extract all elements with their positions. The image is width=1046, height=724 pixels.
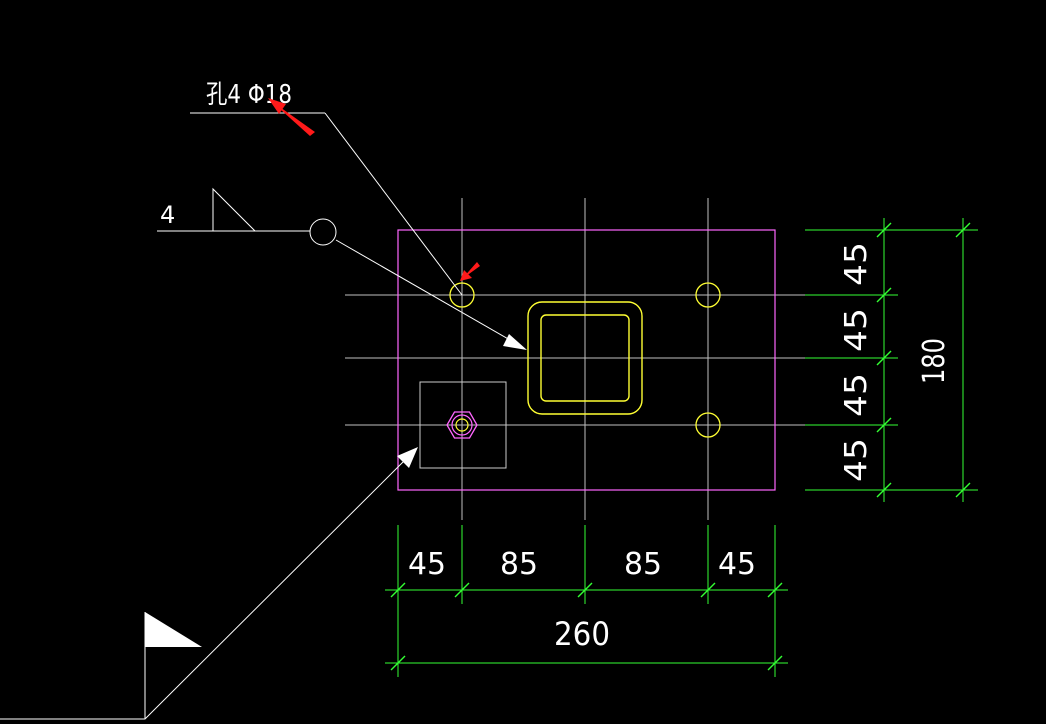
hole-note-leader-line bbox=[324, 112, 463, 296]
flag-leader-arrowhead bbox=[397, 447, 418, 468]
tube-inner-wall bbox=[540, 314, 630, 402]
bolt-hole-bottom-right bbox=[695, 412, 721, 438]
vertical-dimensions bbox=[805, 218, 978, 502]
weld-symbol bbox=[157, 187, 511, 341]
red-highlight-arrow-hole-head bbox=[460, 270, 472, 281]
flag-leader-line bbox=[0, 459, 406, 720]
hole-note-leader bbox=[190, 112, 463, 296]
h-dim-total: 260 bbox=[554, 615, 610, 653]
h-dim-1: 45 bbox=[408, 547, 446, 582]
bolt-hole-top-left bbox=[449, 282, 475, 308]
red-highlight-arrow-note-head bbox=[268, 98, 286, 114]
weld-size-label: 4 bbox=[160, 201, 175, 229]
weld-leader-arrowhead bbox=[503, 334, 527, 350]
base-plate-outline bbox=[397, 229, 776, 491]
anchor-bolt-detail bbox=[419, 381, 507, 469]
h-dim-3: 85 bbox=[624, 547, 662, 582]
weld-all-around-circle-icon bbox=[309, 218, 337, 246]
washer-plate-outline bbox=[419, 381, 507, 469]
bolt-holes bbox=[449, 282, 721, 438]
bolt-shank-circle bbox=[455, 418, 469, 432]
v-dim-3: 45 bbox=[839, 373, 874, 417]
tube-outer-wall bbox=[527, 301, 643, 415]
h-dim-4: 45 bbox=[718, 547, 756, 582]
h-ticks bbox=[390, 582, 783, 671]
v-dim-total: 180 bbox=[917, 338, 952, 384]
bolt-hole-top-right bbox=[695, 282, 721, 308]
weld-leader-line bbox=[335, 239, 511, 341]
v-dim-2: 45 bbox=[839, 308, 874, 352]
fillet-weld-triangle-icon bbox=[212, 187, 256, 232]
bolt-washer-circle bbox=[451, 414, 473, 436]
v-dim-1: 45 bbox=[839, 242, 874, 286]
square-tube-section bbox=[527, 301, 643, 415]
h-dim-2: 85 bbox=[500, 547, 538, 582]
flag-leader bbox=[0, 459, 406, 720]
hex-nut-icon bbox=[446, 411, 478, 439]
v-ticks bbox=[876, 222, 971, 498]
flag-icon bbox=[145, 612, 202, 647]
centerlines bbox=[345, 198, 895, 520]
horizontal-dimensions bbox=[385, 525, 788, 677]
v-dim-4: 45 bbox=[839, 438, 874, 482]
